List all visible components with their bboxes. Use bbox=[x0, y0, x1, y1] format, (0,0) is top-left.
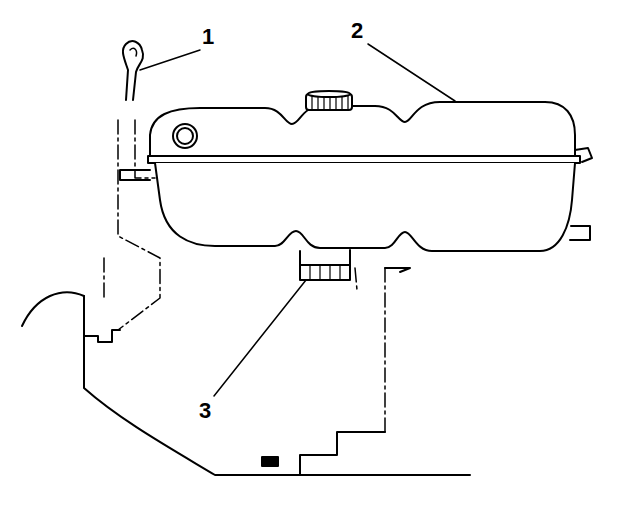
callout-number: 3 bbox=[198, 400, 212, 422]
retaining-clip bbox=[130, 48, 137, 56]
filler-port bbox=[177, 128, 193, 144]
filler-port bbox=[173, 124, 197, 148]
mounting-bolt bbox=[262, 457, 278, 466]
bracket-base bbox=[300, 474, 470, 476]
bracket-lip bbox=[84, 296, 120, 342]
mount-tab bbox=[385, 268, 410, 272]
reservoir-top bbox=[150, 102, 575, 158]
mount-grommet bbox=[300, 265, 350, 280]
mount-stem bbox=[300, 250, 350, 265]
hose-outlet bbox=[570, 226, 590, 240]
reservoir-seam bbox=[148, 156, 580, 163]
mount-tab bbox=[120, 170, 150, 180]
bracket-body bbox=[84, 336, 385, 475]
mount-grommet bbox=[310, 265, 340, 280]
hose-clip bbox=[575, 148, 592, 162]
fender-arc bbox=[22, 292, 84, 326]
pressure-cap bbox=[308, 91, 350, 97]
callout-number: 2 bbox=[350, 20, 364, 42]
leader-line bbox=[140, 44, 455, 396]
reservoir-bottom bbox=[155, 163, 575, 251]
callout-number: 1 bbox=[201, 26, 215, 48]
